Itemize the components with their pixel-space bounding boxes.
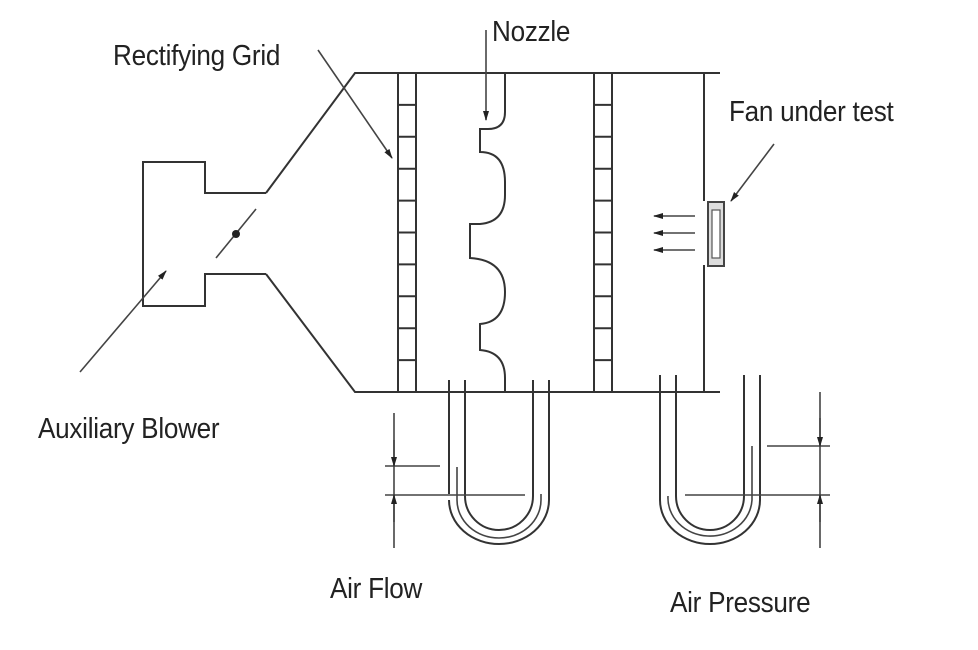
label-fan-under-test: Fan under test — [729, 96, 894, 128]
transition-duct — [265, 72, 720, 393]
auxiliary-blower — [142, 161, 266, 307]
label-rectifying-grid: Rectifying Grid — [113, 40, 281, 72]
rectifying-grid-left — [397, 73, 417, 392]
airflow-arrows-icon — [653, 213, 695, 253]
label-auxiliary-blower: Auxiliary Blower — [38, 413, 220, 445]
pressure-manometer — [659, 375, 830, 548]
rectifying-grid-right — [593, 73, 613, 392]
label-air-pressure: Air Pressure — [670, 587, 811, 619]
nozzle — [469, 73, 507, 392]
airflow-manometer — [385, 380, 550, 548]
damper-icon — [215, 208, 257, 259]
label-nozzle: Nozzle — [492, 16, 571, 48]
label-air-flow: Air Flow — [330, 573, 423, 605]
fan-under-test-icon — [707, 201, 725, 267]
leader-lines — [79, 30, 775, 373]
